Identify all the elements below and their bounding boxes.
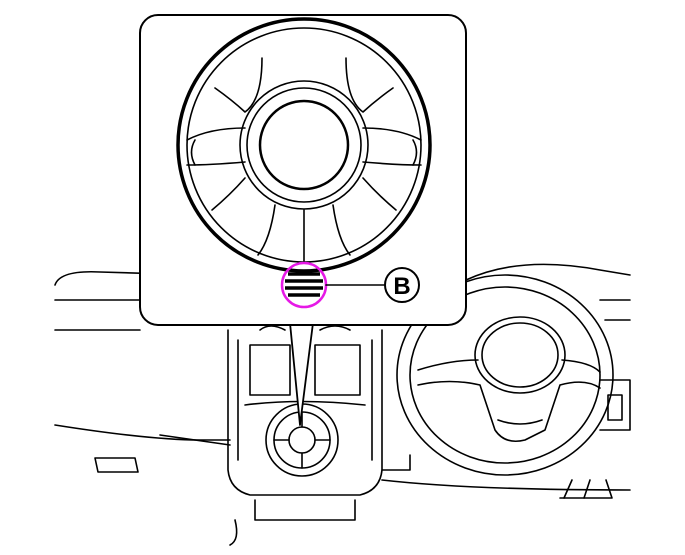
callout-label-circle bbox=[384, 267, 420, 303]
steering-wheel bbox=[396, 274, 614, 476]
callout-pointer bbox=[289, 322, 314, 426]
enlarged-air-vent bbox=[176, 17, 432, 273]
callout-label-b: B bbox=[393, 273, 410, 300]
part-b-marker: B bbox=[280, 261, 420, 309]
